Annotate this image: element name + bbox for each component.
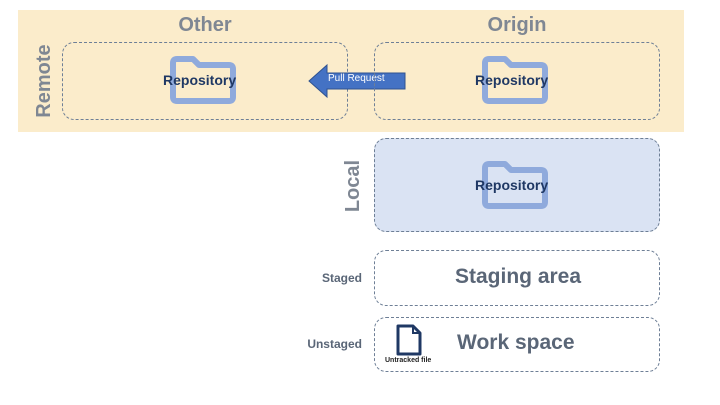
untracked-file-label: Untracked file [385, 357, 432, 364]
folder-icon [482, 56, 548, 104]
other-header: Other [178, 14, 232, 36]
staged-label: Staged [321, 271, 362, 285]
folder-icon [482, 161, 548, 209]
origin-repository-label: Repository [475, 72, 549, 88]
work-space-box: Untracked file Work space [374, 317, 660, 372]
file-icon [396, 324, 422, 356]
remote-label: Remote [33, 44, 55, 118]
local-repository-box: Repository [374, 138, 660, 232]
folder-icon [170, 56, 236, 104]
staging-area-box: Staging area [374, 250, 660, 306]
other-repository-label: Repository [163, 72, 237, 88]
remote-band [18, 10, 684, 132]
local-label: Local [342, 159, 364, 213]
pull-request-label: Pull Request [328, 73, 385, 84]
unstaged-label: Unstaged [307, 337, 362, 351]
staging-area-title: Staging area [455, 265, 582, 288]
other-repository-box: Repository [62, 42, 348, 120]
local-repository-label: Repository [475, 177, 549, 193]
origin-repository-box: Repository [374, 42, 660, 120]
arrow-left-icon [308, 63, 406, 99]
work-space-title: Work space [457, 331, 575, 354]
origin-header: Origin [487, 14, 547, 36]
